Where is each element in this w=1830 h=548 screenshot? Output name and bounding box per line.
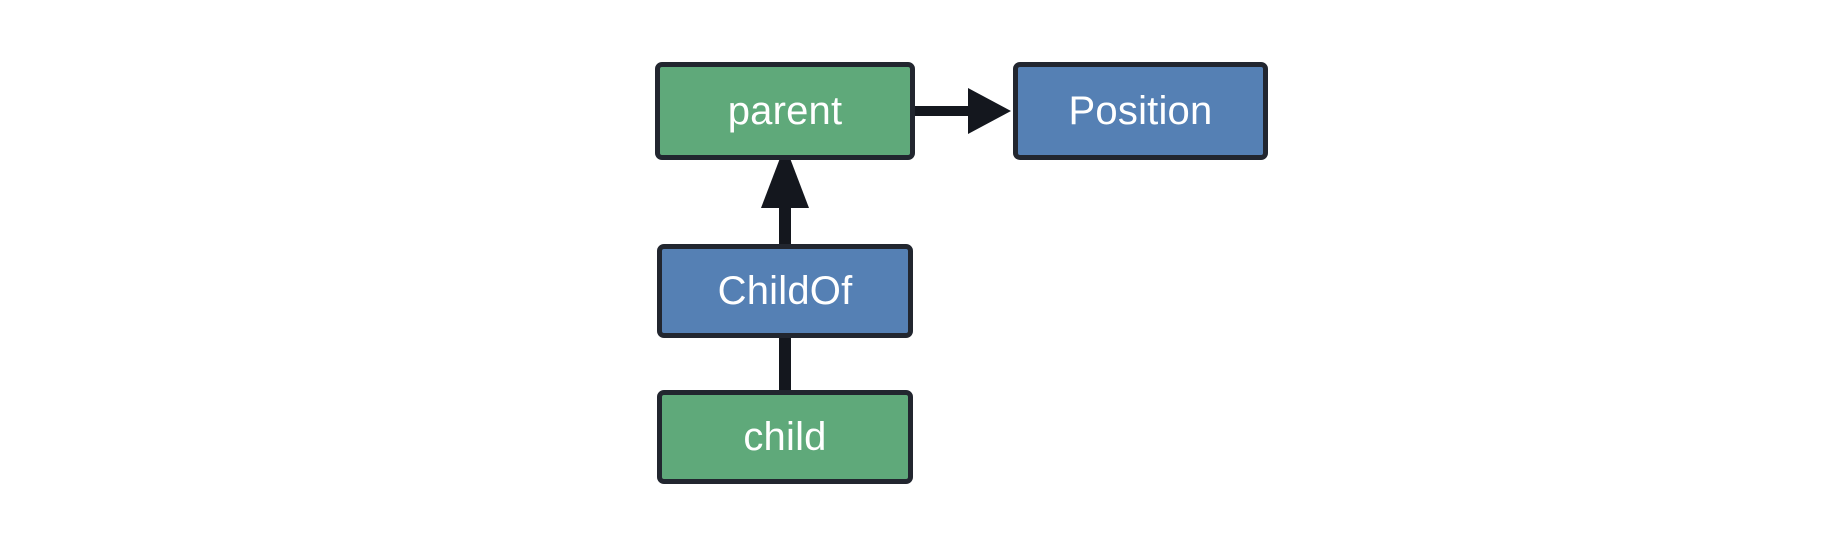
edge-parent-to-position	[915, 88, 1011, 134]
node-child[interactable]: child	[657, 390, 913, 484]
node-parent[interactable]: parent	[655, 62, 915, 160]
edge-childof-to-parent	[761, 145, 809, 246]
node-childof[interactable]: ChildOf	[657, 244, 913, 338]
node-position[interactable]: Position	[1013, 62, 1268, 160]
edge-child-to-childof	[779, 336, 791, 392]
